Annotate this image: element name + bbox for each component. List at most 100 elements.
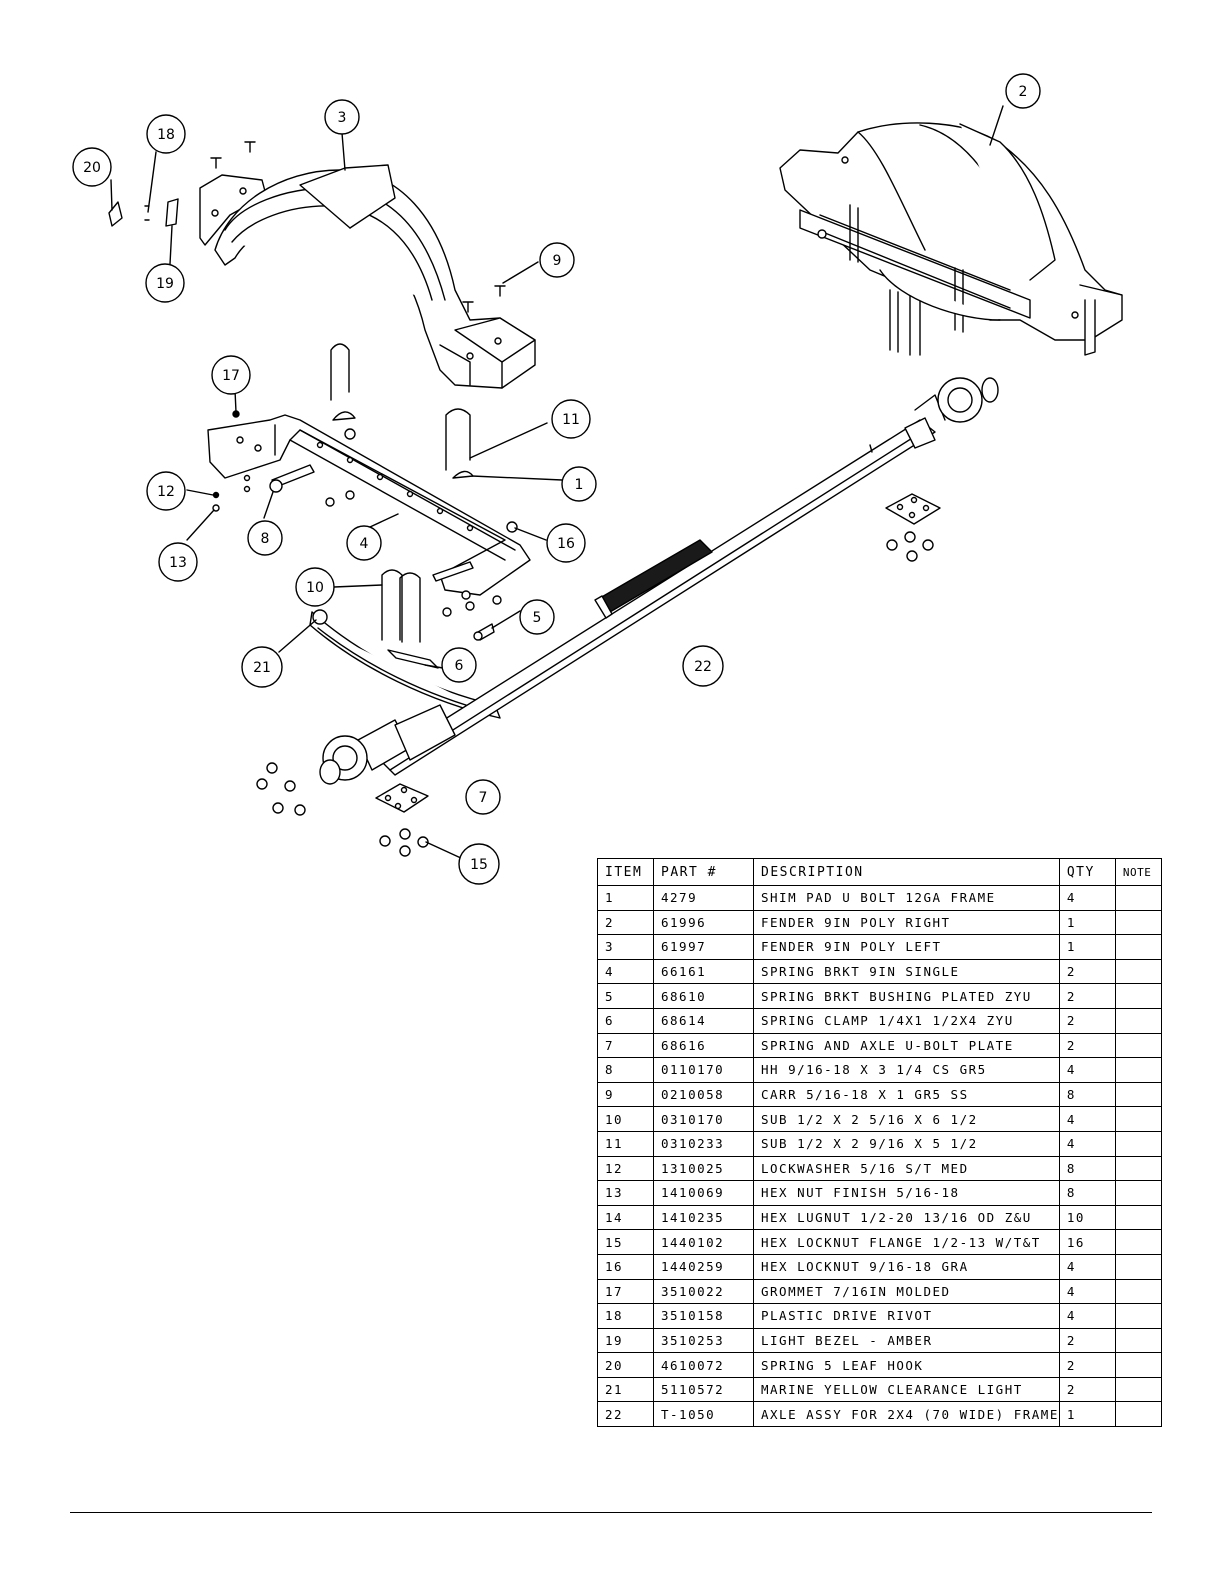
balloon-1: 1 <box>561 466 597 502</box>
bom-cell-item: 13 <box>597 1180 654 1206</box>
balloon-2: 2 <box>1005 73 1041 109</box>
bom-cell-note <box>1114 1007 1162 1034</box>
bom-cell-item: 5 <box>597 983 654 1009</box>
bom-cell-item: 18 <box>597 1303 654 1329</box>
balloon-19: 19 <box>145 263 185 303</box>
bom-cell-qty: 16 <box>1058 1229 1116 1255</box>
bom-header-item: ITEM <box>597 858 654 886</box>
u-bolts <box>330 343 471 643</box>
bom-cell-note <box>1114 1327 1162 1354</box>
balloon-12: 12 <box>146 471 186 511</box>
svg-text:5: 5 <box>533 610 542 626</box>
bom-cell-note <box>1114 1253 1162 1280</box>
balloon-13: 13 <box>158 542 198 582</box>
bom-cell-item: 10 <box>597 1106 654 1132</box>
bom-cell-note <box>1114 1057 1162 1083</box>
bom-cell-item: 20 <box>597 1352 654 1378</box>
bom-cell-description: SPRING AND AXLE U-BOLT PLATE <box>753 1032 1060 1059</box>
svg-text:19: 19 <box>156 276 174 292</box>
bom-cell-part: 0310170 <box>653 1106 754 1132</box>
svg-text:18: 18 <box>157 127 175 143</box>
bom-cell-part: 61997 <box>653 934 754 960</box>
clearance-light-parts <box>108 198 179 227</box>
bom-cell-part: 0210058 <box>653 1081 754 1108</box>
bom-cell-qty: 10 <box>1058 1204 1116 1231</box>
bom-cell-qty: 2 <box>1058 1376 1116 1403</box>
bom-cell-part: 68614 <box>653 1007 754 1034</box>
bom-cell-description: HEX LOCKNUT FLANGE 1/2-13 W/T&T <box>753 1229 1060 1255</box>
bom-cell-qty: 4 <box>1058 1253 1116 1280</box>
bom-cell-item: 15 <box>597 1229 654 1255</box>
bom-cell-description: SPRING 5 LEAF HOOK <box>753 1352 1060 1378</box>
svg-text:15: 15 <box>470 857 488 873</box>
bom-cell-qty: 4 <box>1058 1057 1116 1083</box>
left-fender-part <box>199 164 536 389</box>
bom-cell-item: 8 <box>597 1057 654 1083</box>
bom-cell-note <box>1114 1081 1162 1108</box>
balloon-6: 6 <box>441 647 477 683</box>
bom-cell-description: HEX LUGNUT 1/2-20 13/16 OD Z&U <box>753 1204 1060 1231</box>
bom-cell-qty: 2 <box>1058 1032 1116 1059</box>
bom-cell-part: 1310025 <box>653 1155 754 1182</box>
balloon-8: 8 <box>247 520 283 556</box>
bom-cell-description: CARR 5/16-18 X 1 GR5 SS <box>753 1081 1060 1108</box>
bom-cell-description: GROMMET 7/16IN MOLDED <box>753 1278 1060 1305</box>
bom-cell-description: FENDER 9IN POLY RIGHT <box>753 909 1060 936</box>
svg-text:12: 12 <box>157 484 175 500</box>
bom-cell-qty: 1 <box>1058 909 1116 936</box>
bom-cell-note <box>1114 909 1162 936</box>
bom-cell-part: T-1050 <box>653 1401 754 1428</box>
axle-assembly-part <box>319 377 999 785</box>
bom-cell-description: AXLE ASSY FOR 2X4 (70 WIDE) FRAME <box>753 1401 1060 1428</box>
bom-cell-description: LOCKWASHER 5/16 S/T MED <box>753 1155 1060 1182</box>
bom-cell-description: FENDER 9IN POLY LEFT <box>753 934 1060 960</box>
bom-cell-note <box>1114 1352 1162 1378</box>
svg-text:17: 17 <box>222 368 240 384</box>
bom-cell-part: 4610072 <box>653 1352 754 1378</box>
bom-cell-item: 12 <box>597 1155 654 1182</box>
bom-cell-note <box>1114 1278 1162 1305</box>
bom-cell-description: SPRING BRKT 9IN SINGLE <box>753 958 1060 985</box>
svg-text:10: 10 <box>306 580 324 596</box>
bom-cell-item: 21 <box>597 1376 654 1403</box>
bom-cell-note <box>1114 1204 1162 1231</box>
svg-text:22: 22 <box>694 659 712 675</box>
svg-text:21: 21 <box>253 660 271 676</box>
bom-cell-note <box>1114 885 1162 911</box>
bom-cell-part: 68616 <box>653 1032 754 1059</box>
balloon-15: 15 <box>458 843 500 885</box>
bom-cell-item: 2 <box>597 909 654 936</box>
bom-cell-qty: 2 <box>1058 1352 1116 1378</box>
bom-cell-item: 7 <box>597 1032 654 1059</box>
bom-cell-note <box>1114 1401 1162 1428</box>
bom-cell-note <box>1114 958 1162 985</box>
svg-text:4: 4 <box>360 536 369 552</box>
bom-cell-qty: 8 <box>1058 1155 1116 1182</box>
bom-cell-note <box>1114 983 1162 1009</box>
bom-cell-part: 61996 <box>653 909 754 936</box>
bom-cell-description: SPRING BRKT BUSHING PLATED ZYU <box>753 983 1060 1009</box>
svg-text:7: 7 <box>479 790 488 806</box>
item-balloons: 2 3 18 20 19 9 17 11 1 12 8 4 16 13 10 5… <box>72 73 1041 885</box>
bom-cell-qty: 2 <box>1058 983 1116 1009</box>
bom-cell-qty: 8 <box>1058 1180 1116 1206</box>
svg-text:3: 3 <box>338 110 347 126</box>
leader-lines <box>110 105 1004 860</box>
svg-text:16: 16 <box>557 536 575 552</box>
bom-cell-item: 22 <box>597 1401 654 1428</box>
bom-cell-part: 3510158 <box>653 1303 754 1329</box>
balloon-5: 5 <box>519 599 555 635</box>
balloon-20: 21 <box>241 646 283 688</box>
balloon-22: 22 <box>682 645 724 687</box>
svg-text:13: 13 <box>169 555 187 571</box>
